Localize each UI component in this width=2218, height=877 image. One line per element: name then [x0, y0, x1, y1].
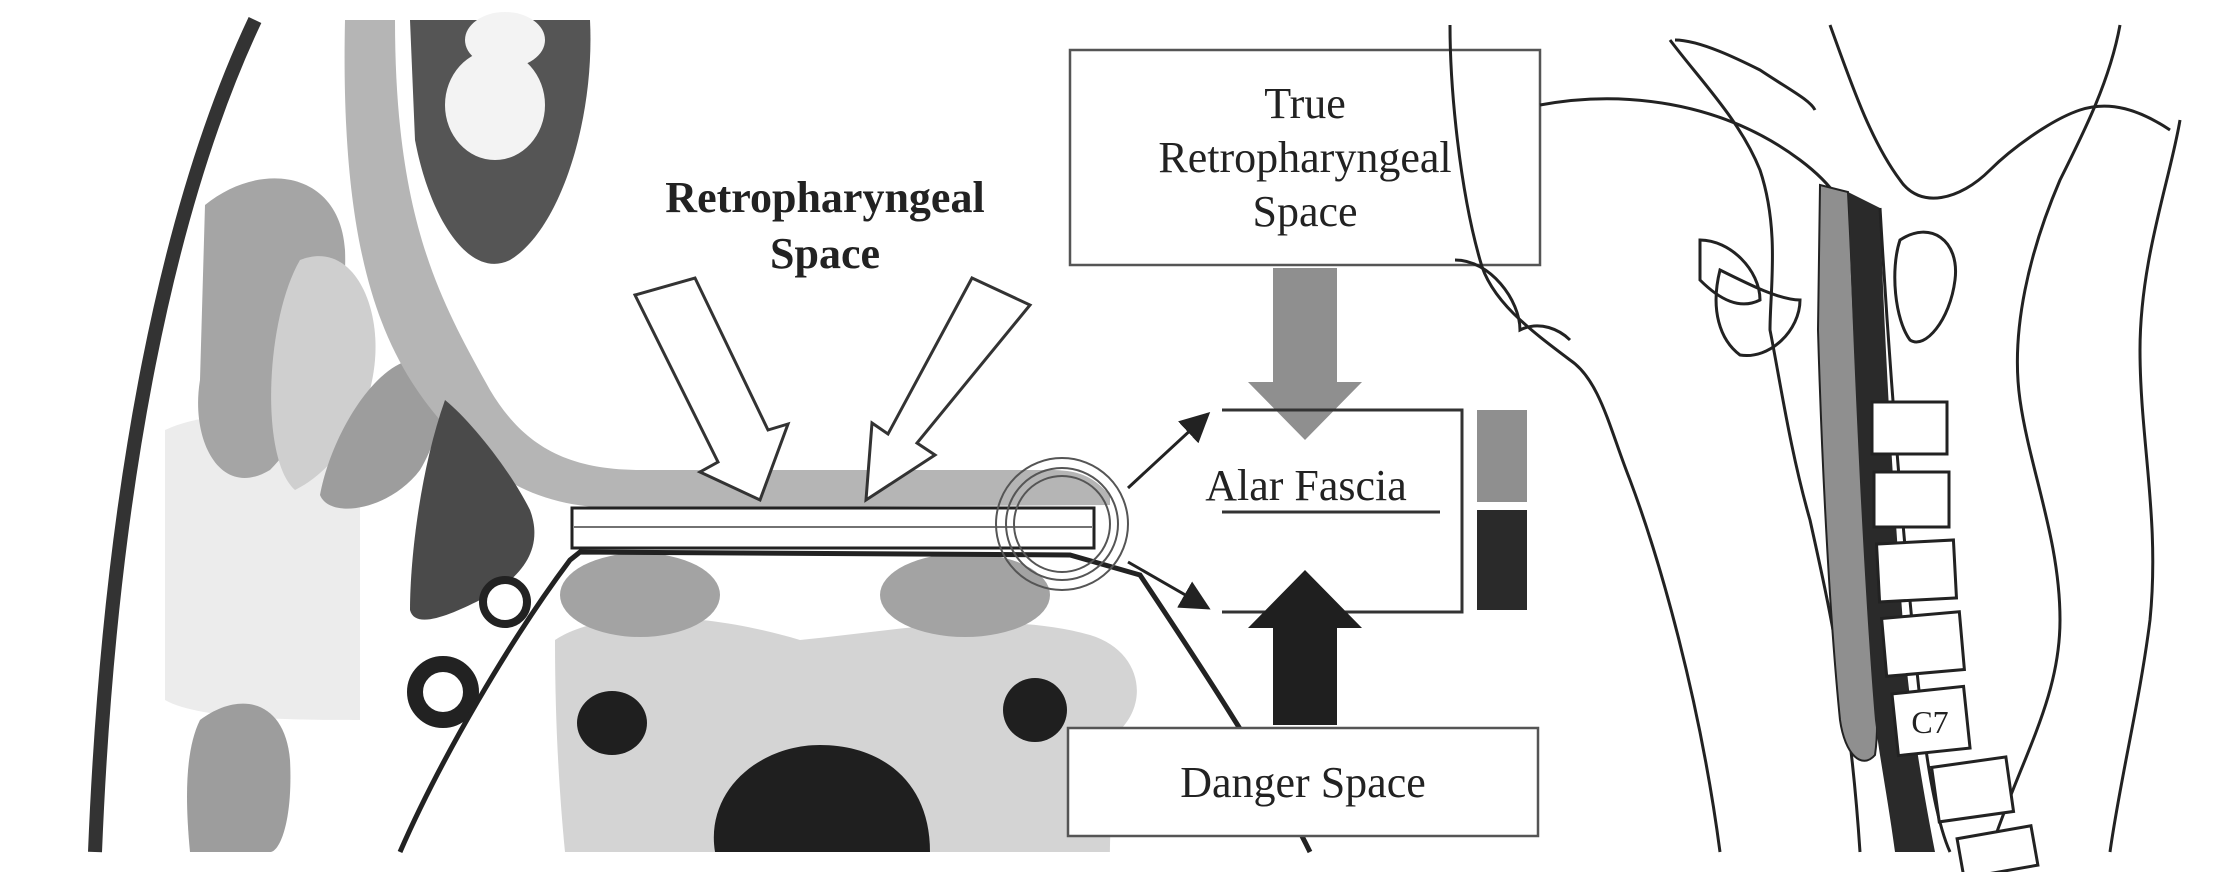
true-rps-line1: True [1264, 79, 1346, 128]
jugular-vein [407, 656, 479, 728]
retropharyngeal-title-line1: Retropharyngeal [665, 173, 984, 222]
danger-space-box [1066, 726, 1540, 838]
face-outline [1448, 24, 1722, 853]
hyoid [1714, 267, 1802, 358]
vertebra-c5 [1874, 538, 1959, 604]
vertebra-c4 [1872, 470, 1951, 529]
dens-outline [1893, 230, 1958, 344]
tooth-white-top [465, 12, 545, 68]
skull-base [1828, 24, 2171, 200]
true-rps-leader [1539, 97, 1852, 236]
pointer-lower [1127, 560, 1211, 610]
skin-outline [88, 17, 262, 853]
vertebra-c3 [1870, 400, 1949, 456]
cervical-vertebrae [1870, 400, 2040, 877]
right-white-arrow [864, 276, 1033, 503]
epiglottis [1698, 238, 1762, 306]
left-white-arrow [632, 276, 791, 503]
vertebra-c6 [1879, 610, 1967, 678]
spinal-canal [713, 745, 930, 852]
parapharyngeal-fat [165, 416, 360, 720]
neck-front-outline [2108, 119, 2182, 853]
vertebra-t2 [1955, 823, 2040, 877]
retropharyngeal-title-line2: Space [770, 229, 880, 278]
danger-space-label: Danger Space [1180, 758, 1426, 807]
true-rps-swatch [1477, 410, 1527, 502]
palate [1674, 38, 1817, 111]
label-key: True Retropharyngeal Space Alar Fascia D… [1066, 48, 1852, 838]
true-rps-line2: Retropharyngeal [1158, 133, 1451, 182]
longus-colli-right [880, 553, 1050, 637]
longus-colli-left [560, 553, 720, 637]
constrictor-muscle [410, 400, 535, 620]
parotid-muscle [320, 359, 442, 509]
danger-space-arrow [1248, 570, 1362, 725]
carotid-artery [479, 576, 531, 628]
true-rps-line3: Space [1252, 187, 1357, 236]
true-rps-box [1068, 48, 1542, 267]
axial-section: Retropharyngeal Space [88, 12, 1313, 854]
neck-back-outline [1988, 24, 2122, 853]
vertebra-c7-label: C7 [1911, 704, 1948, 740]
lower-muscle [187, 703, 291, 852]
tongue-curve [1454, 258, 1572, 342]
vertebral-artery-right [1003, 678, 1067, 742]
vertebra-c7 [1890, 684, 1972, 758]
danger-space-swatch [1477, 510, 1527, 610]
alar-fascia-label: Alar Fascia [1205, 461, 1407, 510]
pointer-upper [1126, 411, 1211, 490]
sagittal-section [1448, 24, 2182, 853]
magnifier-circles [995, 457, 1129, 591]
vertebral-artery-left [577, 691, 647, 755]
true-rps-arrow [1248, 268, 1362, 440]
vertebra-t1 [1929, 755, 2016, 824]
tooth-white [445, 50, 545, 160]
vertebral-body [555, 617, 1137, 852]
